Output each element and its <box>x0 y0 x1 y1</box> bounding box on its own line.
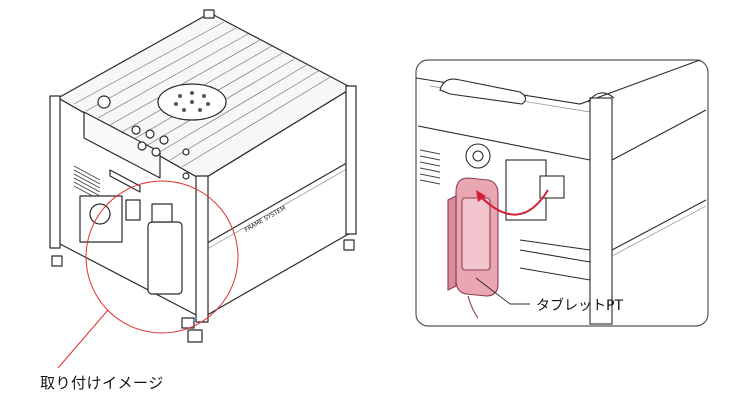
tablet-holder-in-cabinet <box>147 221 183 295</box>
callout-leader <box>475 277 511 305</box>
callout-label: タブレットPT <box>536 298 623 314</box>
plate-holes <box>174 91 210 112</box>
machine-illustration: FRAME SYSTEM <box>49 9 357 343</box>
detail-corner-post <box>589 97 613 325</box>
caption-text: 取り付けイメージ <box>40 374 164 392</box>
caption-leader <box>57 309 109 369</box>
vent-grille <box>73 165 101 201</box>
mounting-arrow <box>476 189 549 216</box>
detail-vent <box>419 149 441 185</box>
detail-handle <box>439 78 527 105</box>
panel-buttons <box>97 95 190 180</box>
control-panel <box>83 111 161 179</box>
tablet-pt <box>447 177 499 319</box>
detail-illustration <box>415 59 707 325</box>
feet <box>51 239 355 343</box>
callout-circle <box>85 180 239 334</box>
